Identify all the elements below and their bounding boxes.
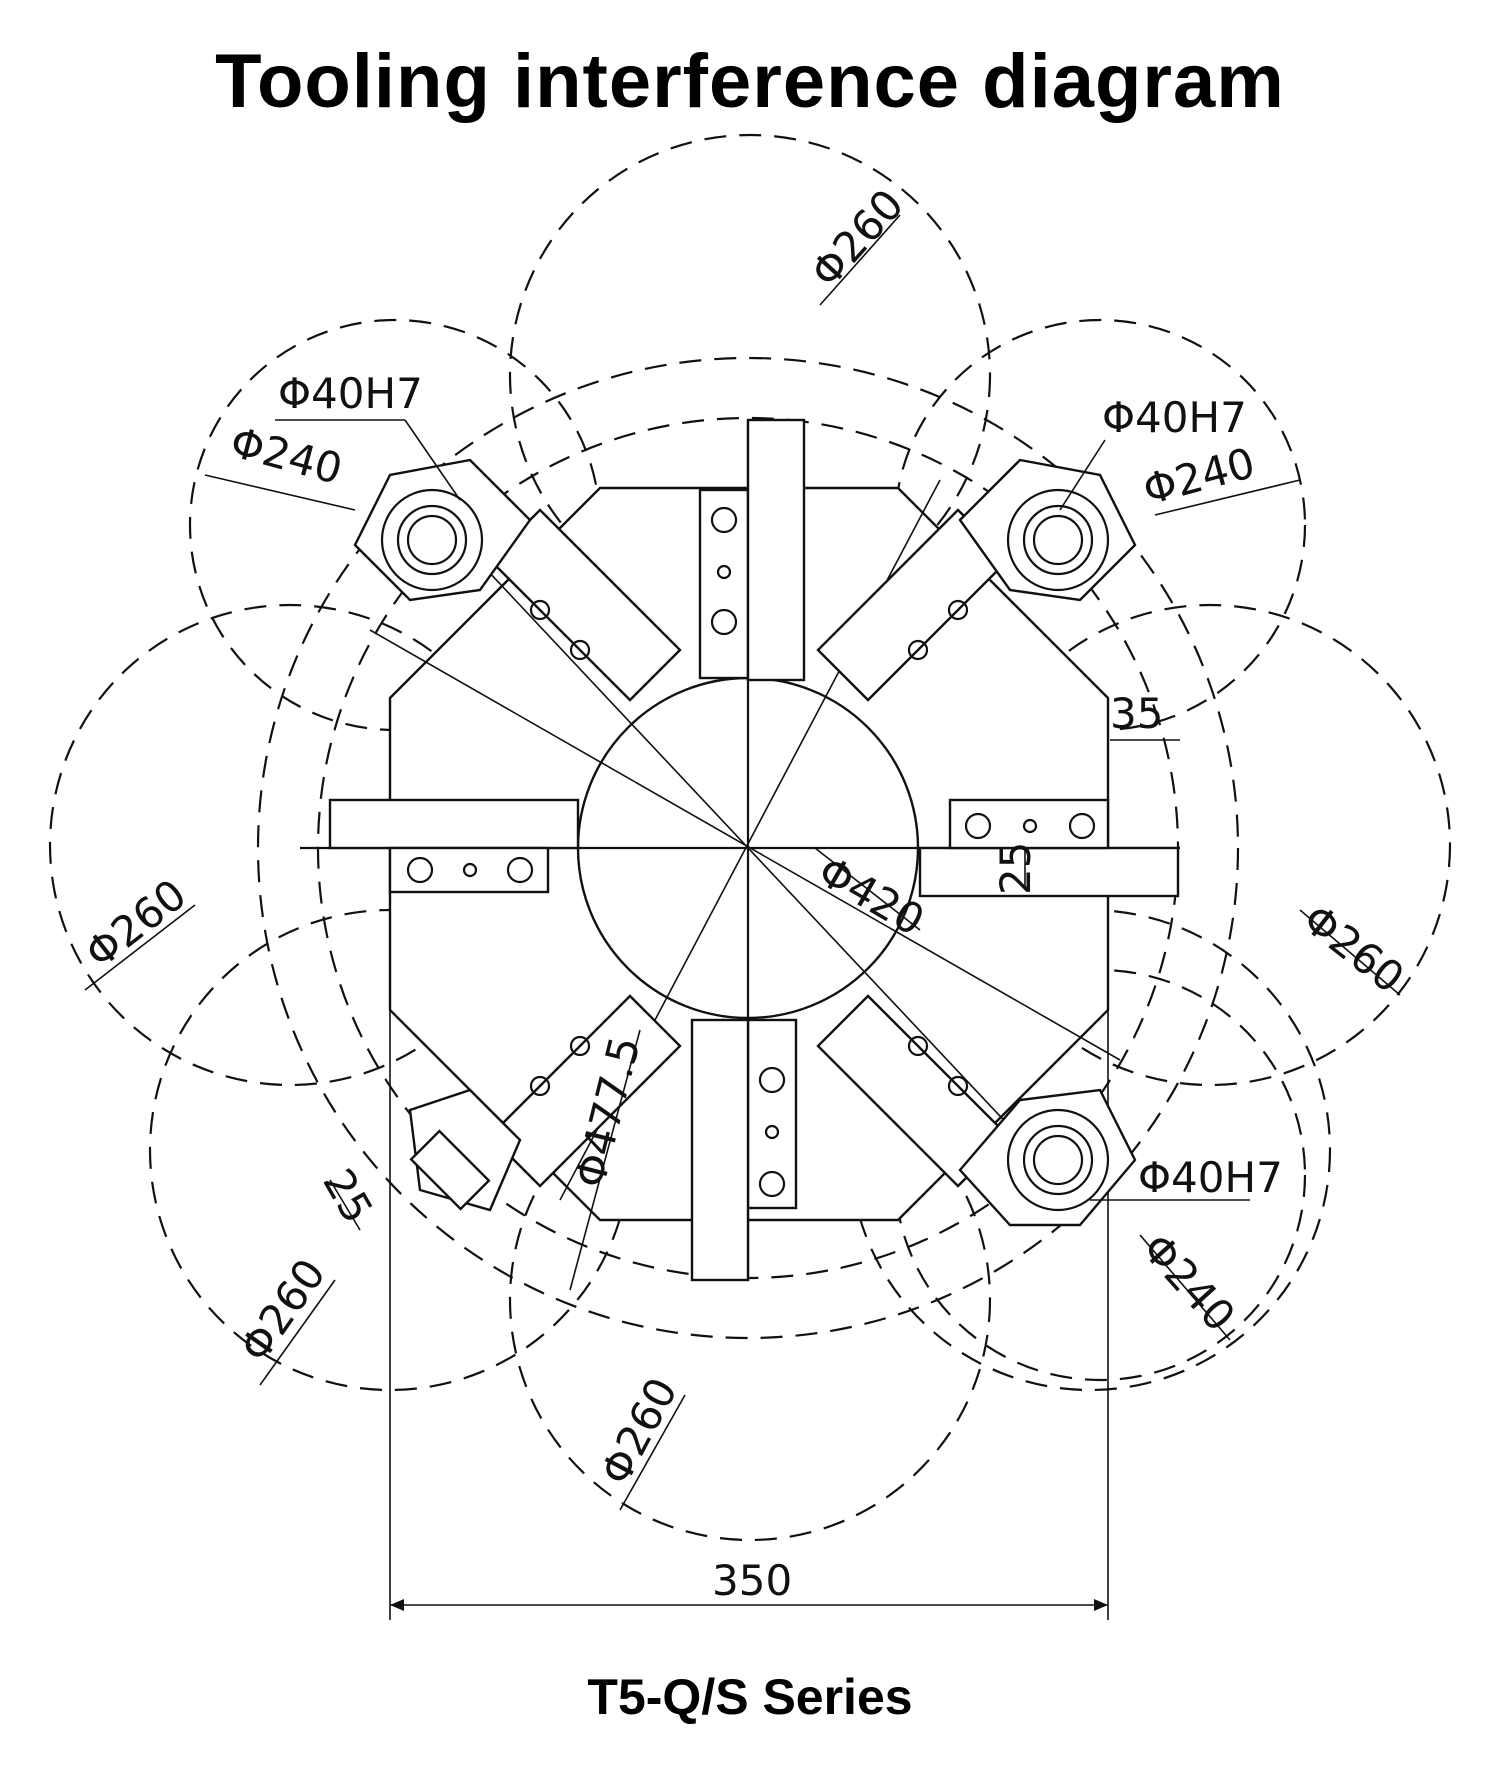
dim-260-bottom: Φ260 <box>591 1370 687 1493</box>
dim-35: 35 <box>1110 689 1163 738</box>
corner-holder-top-left <box>353 458 532 602</box>
tool-holder-left <box>328 798 580 894</box>
dim-25-right: 25 <box>991 842 1040 895</box>
dim-40h7-bottom-right: Φ40H7 <box>1138 1153 1283 1202</box>
tool-holder-bottom <box>690 1018 798 1282</box>
series-label: T5-Q/S Series <box>587 1669 913 1725</box>
corner-holder-bottom-left <box>408 1088 522 1212</box>
interference-circle-477 <box>256 356 1240 1340</box>
dim-260-top: Φ260 <box>801 180 913 297</box>
dim-260-right: Φ260 <box>1294 894 1413 1002</box>
dim-240-bottom-right: Φ240 <box>1133 1224 1245 1341</box>
dim-40h7-top-left: Φ40H7 <box>278 369 423 418</box>
dim-260-left: Φ260 <box>76 870 195 978</box>
tool-holder-right <box>918 798 1180 898</box>
diagonal-arms <box>488 508 1010 1188</box>
dim-40h7-top-right: Φ40H7 <box>1102 393 1247 442</box>
dim-240-top-left: Φ240 <box>225 417 347 494</box>
dimension-leaders <box>84 214 1401 1611</box>
dim-240-top-right: Φ240 <box>1138 438 1260 515</box>
tool-holder-top <box>698 418 806 682</box>
diagram-title: Tooling interference diagram <box>215 39 1285 124</box>
dim-25-left: 25 <box>313 1161 382 1232</box>
corner-holder-top-right <box>958 458 1137 602</box>
dim-260-bottom-left: Φ260 <box>230 1250 335 1371</box>
corner-holder-bottom-right <box>958 1088 1137 1227</box>
dim-350: 350 <box>712 1556 792 1605</box>
